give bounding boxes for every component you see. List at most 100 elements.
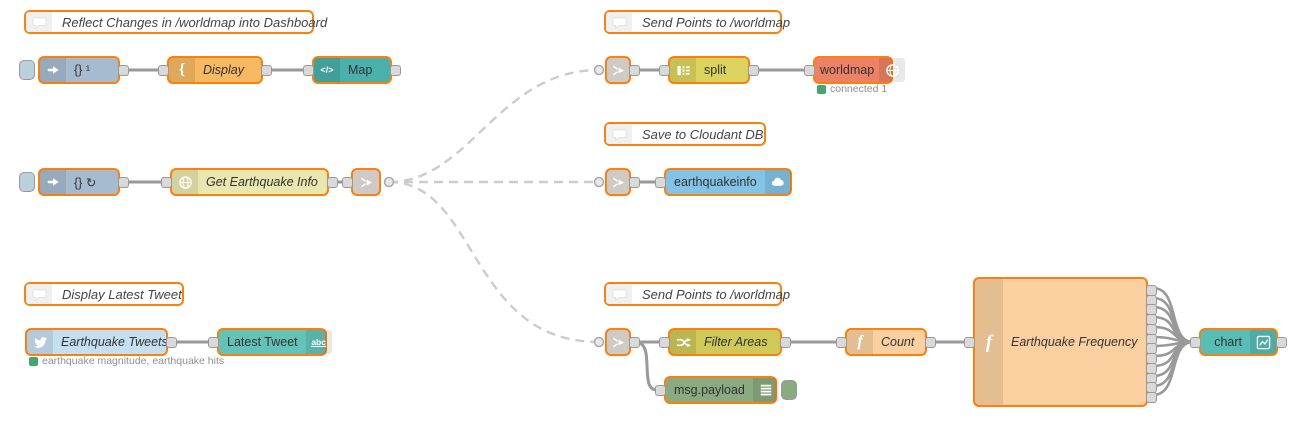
output-port[interactable]	[925, 337, 936, 348]
input-port[interactable]	[655, 385, 666, 396]
link-icon	[353, 170, 379, 194]
comment-node-send-points-bottom[interactable]: Send Points to /worldmap	[604, 282, 790, 306]
node-label: Latest Tweet	[227, 335, 298, 349]
link-in-node[interactable]	[605, 168, 640, 196]
input-port[interactable]	[804, 65, 815, 76]
input-port[interactable]	[303, 65, 314, 76]
switch-node[interactable]: Filter Areas	[659, 328, 791, 356]
comment-bubble-icon	[26, 284, 52, 304]
wire[interactable]	[635, 340, 660, 392]
link-port[interactable]	[593, 336, 605, 348]
link-out-node[interactable]	[342, 168, 381, 196]
node-label: {} ↻	[74, 175, 97, 190]
inject-node-once[interactable]: {} ¹	[38, 56, 129, 84]
output-port[interactable]	[629, 65, 640, 76]
input-port[interactable]	[1190, 337, 1201, 348]
split-icon	[670, 58, 696, 82]
link-port[interactable]	[593, 176, 605, 188]
input-port[interactable]	[655, 177, 666, 188]
function-f-icon: f	[847, 330, 873, 354]
globe-icon	[879, 58, 906, 82]
output-port[interactable]	[118, 177, 129, 188]
link-wire[interactable]	[388, 180, 600, 344]
node-label: Filter Areas	[704, 335, 768, 349]
node-label: worldmap	[820, 63, 875, 77]
comment-label: Save to Cloudant DB	[642, 126, 764, 142]
node-label: Earthquake Tweets	[61, 335, 168, 349]
output-port[interactable]	[166, 337, 177, 348]
output-port[interactable]	[118, 65, 129, 76]
output-port[interactable]	[390, 65, 401, 76]
output-port[interactable]	[261, 65, 272, 76]
chart-line-icon	[1250, 330, 1276, 354]
function-node-earthquake-frequency[interactable]: f Earthquake Frequency	[964, 277, 1157, 407]
map-ui-template-node[interactable]: </> Map	[303, 56, 401, 84]
wire[interactable]	[1151, 340, 1195, 397]
comment-label: Reflect Changes in /worldmap into Dashbo…	[62, 14, 328, 30]
output-port[interactable]	[780, 337, 791, 348]
comment-bubble-icon	[26, 12, 52, 32]
link-icon	[607, 330, 629, 354]
output-port[interactable]	[1276, 337, 1287, 348]
inject-icon	[40, 58, 66, 82]
function-node-count[interactable]: f Count	[836, 328, 936, 356]
debug-node[interactable]: msg.payload	[655, 376, 779, 404]
node-label: msg.payload	[674, 383, 745, 397]
input-port[interactable]	[342, 177, 353, 188]
node-status: connected 1	[817, 83, 887, 95]
node-label: chart	[1214, 335, 1242, 349]
input-port[interactable]	[161, 177, 172, 188]
http-request-node[interactable]: Get Earthquake Info	[161, 168, 338, 196]
input-port[interactable]	[158, 65, 169, 76]
output-port[interactable]	[327, 177, 338, 188]
node-label: split	[704, 63, 727, 77]
node-label: Count	[881, 335, 915, 349]
status-text: connected 1	[830, 83, 888, 95]
input-port[interactable]	[964, 337, 975, 348]
link-port[interactable]	[593, 64, 605, 76]
comment-label: Display Latest Tweet	[62, 286, 182, 302]
input-port[interactable]	[659, 65, 670, 76]
output-port[interactable]	[629, 337, 640, 348]
input-port[interactable]	[836, 337, 847, 348]
function-f-icon: f	[975, 279, 1003, 405]
split-node[interactable]: split	[659, 56, 759, 84]
inject-node-repeat[interactable]: {} ↻	[38, 168, 129, 196]
inject-button[interactable]	[19, 60, 35, 80]
ui-text-node[interactable]: Latest Tweet abc	[208, 328, 332, 356]
link-in-node[interactable]	[605, 328, 640, 356]
node-label: Display	[203, 63, 244, 77]
node-label: {} ¹	[74, 63, 90, 77]
link-in-node[interactable]	[605, 56, 640, 84]
status-text: earthquake magnitude, earthquake hits	[42, 355, 225, 367]
comment-bubble-icon	[606, 12, 632, 32]
node-label: Earthquake Frequency	[1011, 335, 1138, 349]
switch-icon	[670, 330, 696, 354]
comment-bubble-icon	[606, 284, 632, 304]
input-port[interactable]	[208, 337, 219, 348]
debug-toggle-button[interactable]	[781, 380, 797, 400]
output-port[interactable]	[748, 65, 759, 76]
link-wire[interactable]	[388, 68, 600, 184]
brace-icon: {	[169, 58, 195, 82]
output-port[interactable]	[629, 177, 640, 188]
ui-chart-node[interactable]: chart	[1190, 328, 1287, 356]
input-port[interactable]	[659, 337, 670, 348]
comment-bubble-icon	[606, 124, 632, 144]
comment-node-reflect-changes[interactable]: Reflect Changes in /worldmap into Dashbo…	[24, 10, 327, 34]
node-label: Get Earthquake Info	[206, 175, 318, 189]
inject-button[interactable]	[19, 172, 35, 192]
inject-icon	[40, 170, 66, 194]
display-template-node[interactable]: { Display	[158, 56, 272, 84]
link-port[interactable]	[383, 176, 395, 188]
comment-node-display-tweet[interactable]: Display Latest Tweet	[24, 282, 184, 306]
worldmap-node[interactable]: worldmap	[804, 56, 906, 84]
twitter-in-node[interactable]: Earthquake Tweets	[25, 328, 177, 356]
output-port-12[interactable]	[1146, 392, 1157, 403]
comment-node-send-points-top[interactable]: Send Points to /worldmap	[604, 10, 790, 34]
node-status: earthquake magnitude, earthquake hits	[29, 355, 224, 367]
comment-node-save-cloudant[interactable]: Save to Cloudant DB	[604, 122, 766, 146]
cloudant-out-node[interactable]: earthquakeinfo	[655, 168, 792, 196]
